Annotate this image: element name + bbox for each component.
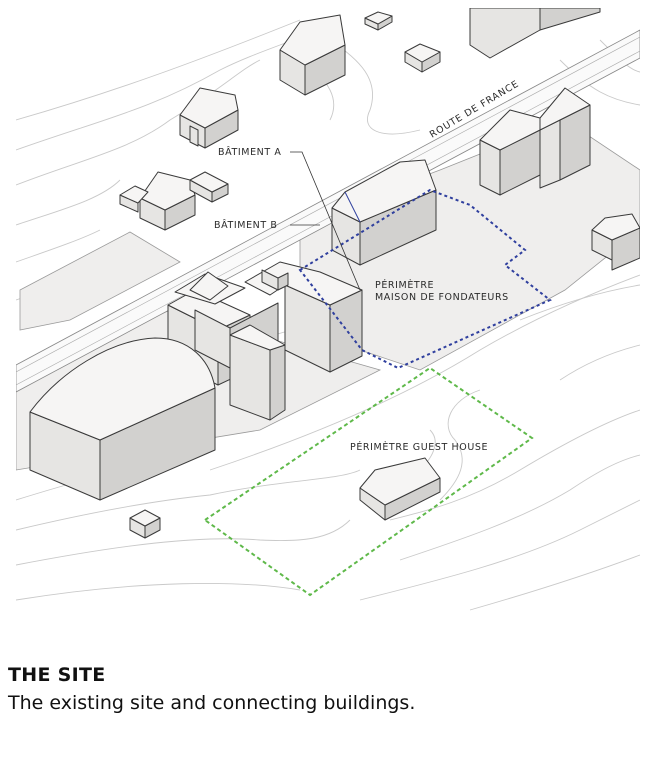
label-batiment-a: BÂTIMENT A	[218, 146, 282, 158]
label-perimetre-fondateurs-2: MAISON DE FONDATEURS	[375, 292, 509, 303]
caption-subtitle: The existing site and connecting buildin…	[8, 692, 416, 714]
hangar-vaulted	[29, 337, 216, 501]
batiment-a-maison	[331, 159, 437, 266]
shed-left-middle	[189, 171, 229, 203]
label-perimetre-guest: PÉRIMÈTRE GUEST HOUSE	[350, 441, 488, 453]
label-batiment-b: BÂTIMENT B	[214, 219, 278, 231]
parking-pad	[19, 231, 181, 331]
perimetre-guest-outline	[203, 366, 534, 597]
small-box-lower	[129, 509, 161, 539]
building-connector	[229, 324, 286, 421]
leader-batiment-a	[290, 151, 361, 291]
perimetre-fondateurs-outline	[298, 188, 552, 370]
house-upper-left	[179, 87, 239, 149]
house-top-center	[279, 14, 346, 96]
building-top-right	[469, 8, 601, 59]
batiment-b	[244, 261, 363, 373]
road-route-de-france	[16, 29, 640, 393]
house-left-middle	[119, 171, 196, 231]
caption-title: THE SITE	[8, 664, 106, 686]
shed-top	[404, 43, 441, 73]
shed-top-left	[364, 11, 393, 31]
label-perimetre-fondateurs-1: PÉRIMÈTRE	[375, 279, 434, 291]
site-axonometric-diagram: ROUTE DE FRANCE	[16, 8, 640, 611]
house-far-right	[591, 213, 640, 271]
house-right-cluster	[479, 87, 591, 196]
guest-house	[359, 457, 441, 521]
